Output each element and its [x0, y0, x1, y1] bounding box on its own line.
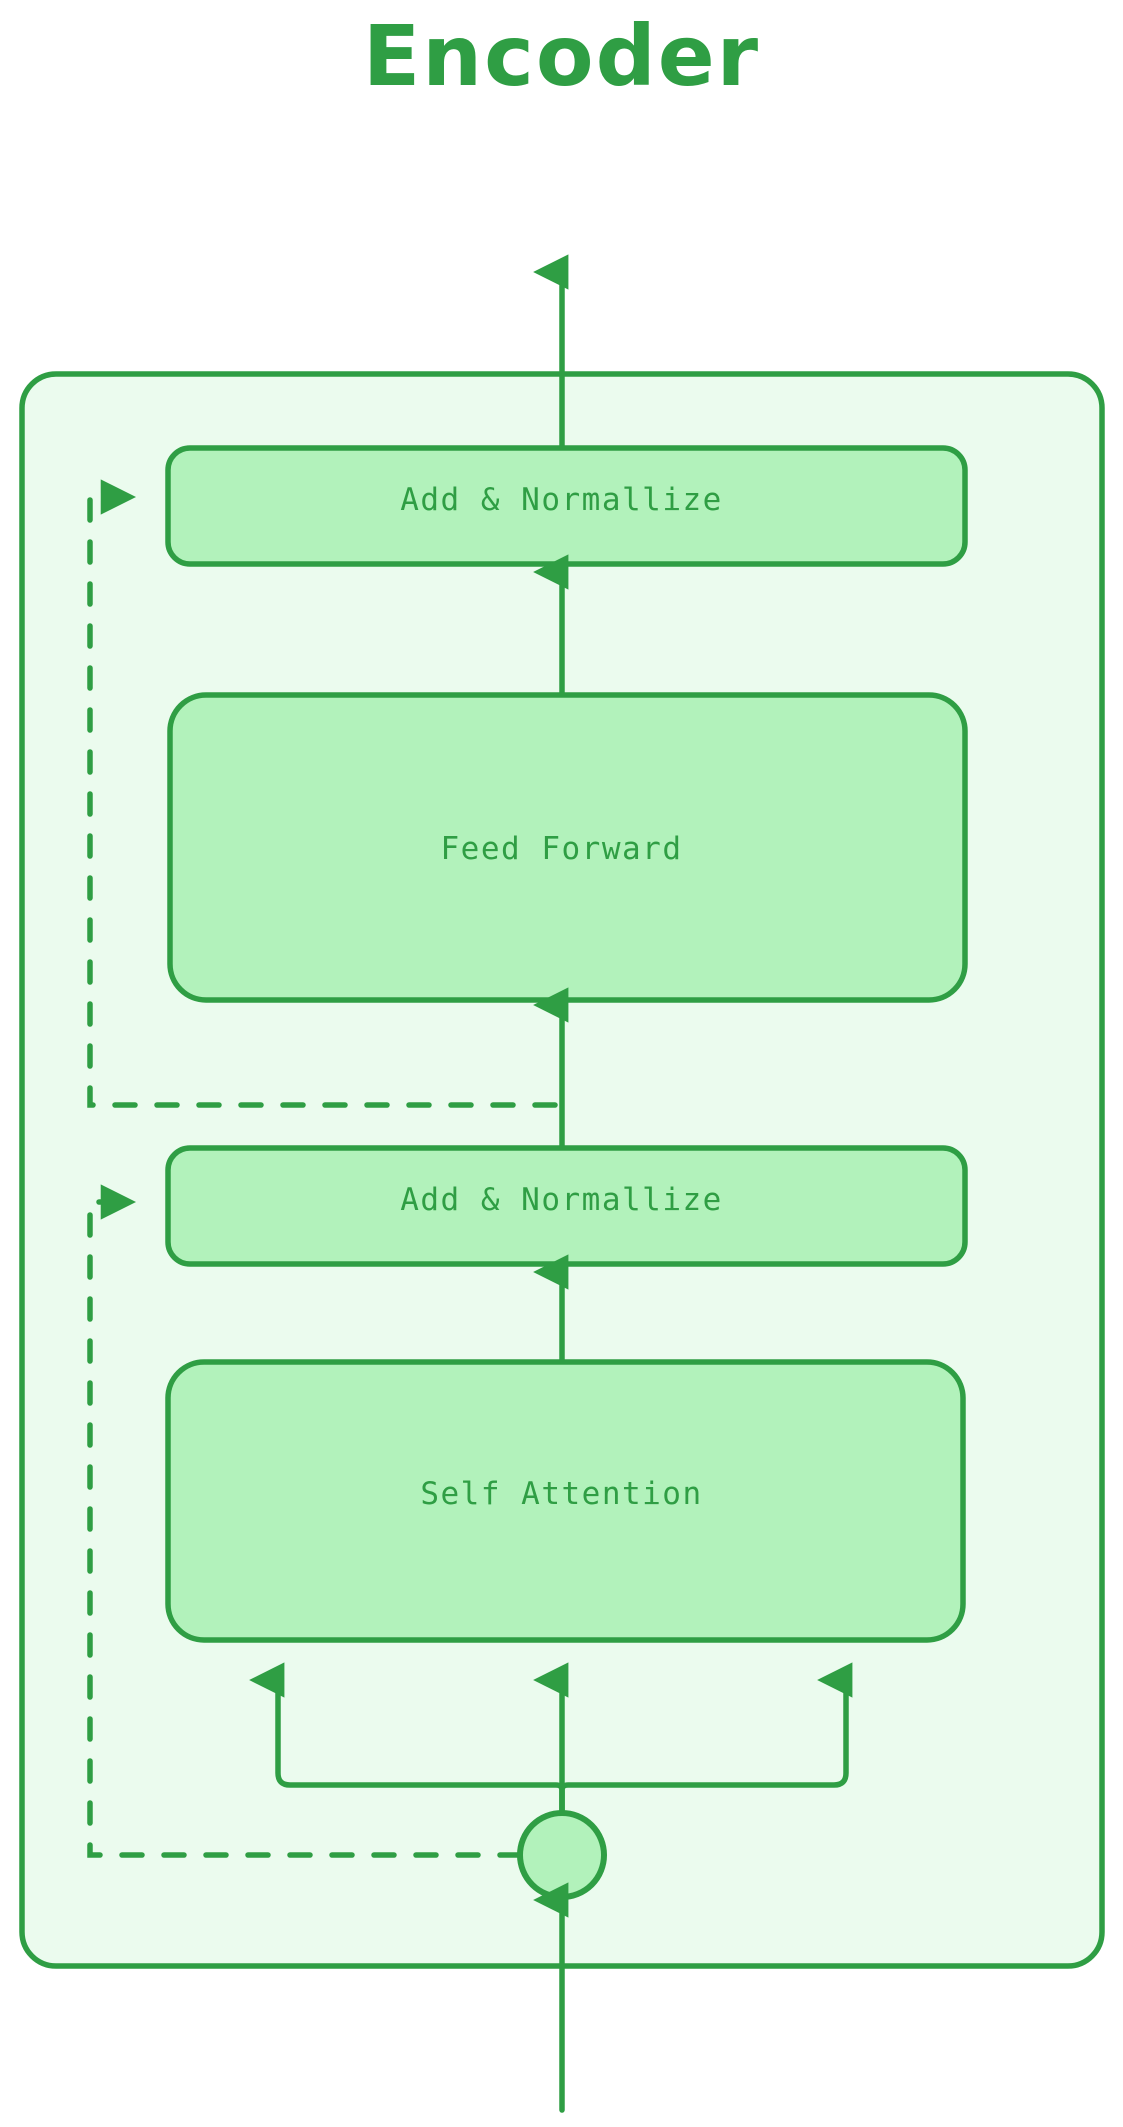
self-attention-box[interactable]: [165, 1359, 966, 1643]
page-title: Encoder: [362, 7, 761, 105]
self-attention-label: Self Attention: [420, 1476, 703, 1512]
feed-forward-label: Feed Forward: [440, 831, 683, 867]
add-norm-bottom-label: Add & Normallize: [400, 1182, 723, 1218]
residual-upper-edge: [87, 479, 558, 1108]
residual-lower-edge: [87, 1184, 523, 1858]
add-norm-top-label: Add & Normallize: [400, 482, 723, 518]
junction-value-edge: [559, 1662, 853, 1813]
input-junction-node[interactable]: [517, 1810, 607, 1900]
